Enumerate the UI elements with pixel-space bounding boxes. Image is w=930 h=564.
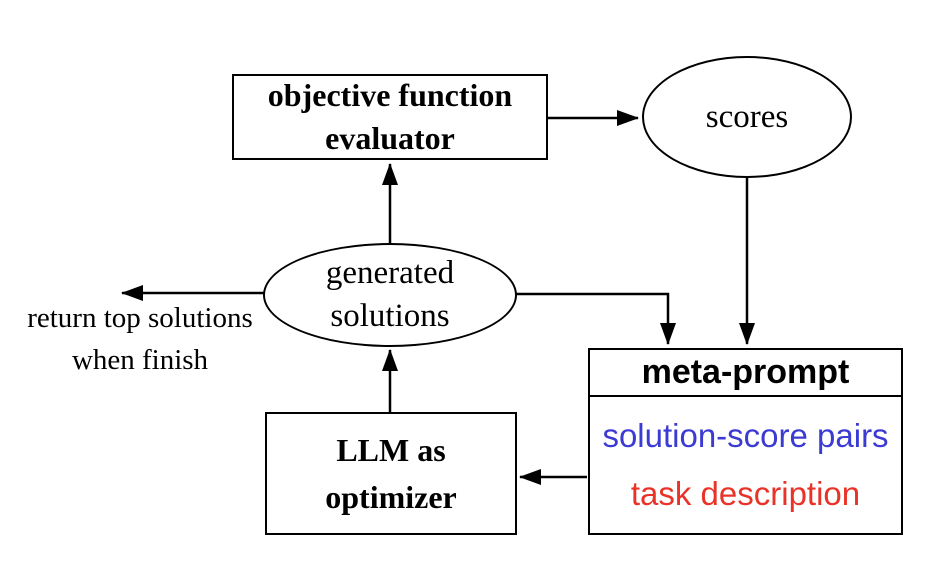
- generated-solutions-label-line1: generated: [325, 255, 455, 291]
- generated-solutions-label-line2: solutions: [330, 298, 450, 334]
- llm-as-optimizer-box: LLM as optimizer: [265, 412, 517, 535]
- llm-optimizer-label-line2: optimizer: [325, 478, 457, 515]
- objective-evaluator-label-line1: objective function: [267, 77, 513, 113]
- generated-solutions-ellipse: generated solutions: [263, 243, 517, 347]
- scores-label: scores: [705, 98, 789, 135]
- arrow-solutions-to-metaprompt: [512, 292, 676, 345]
- llm-optimizer-label-line1: LLM as: [336, 431, 446, 468]
- objective-function-evaluator-box: objective function evaluator: [232, 74, 548, 160]
- meta-prompt-box: meta-prompt solution-score pairs task de…: [588, 348, 903, 535]
- return-note-line2: when finish: [71, 344, 209, 376]
- scores-ellipse: scores: [642, 56, 852, 178]
- task-description-label: task description: [630, 475, 861, 512]
- return-note-line1: return top solutions: [27, 302, 253, 334]
- objective-evaluator-label-line2: evaluator: [325, 120, 455, 156]
- meta-prompt-title: meta-prompt: [590, 350, 901, 397]
- solution-score-pairs-label: solution-score pairs: [602, 417, 889, 454]
- return-top-solutions-note: return top solutions when finish: [0, 297, 280, 381]
- meta-prompt-body: solution-score pairs task description: [590, 397, 901, 533]
